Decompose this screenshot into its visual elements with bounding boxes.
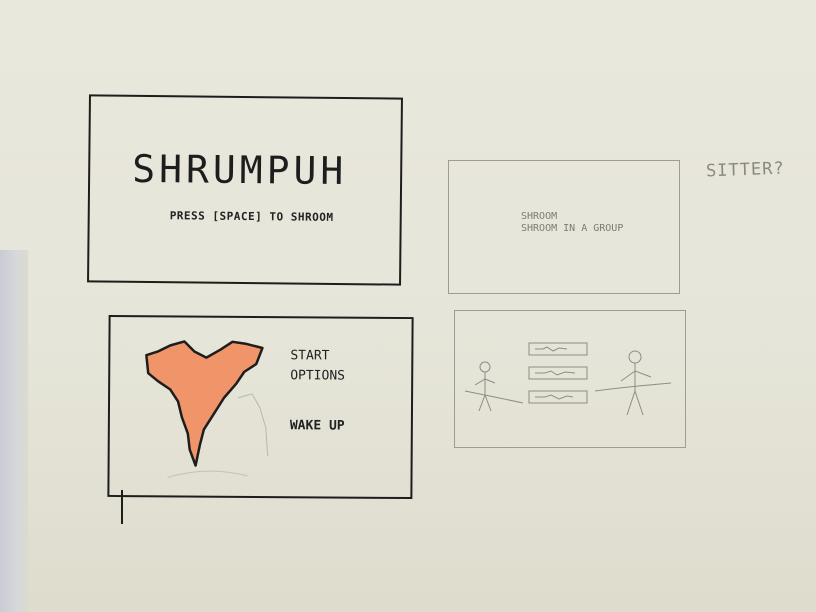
player-figure	[594, 350, 672, 416]
wake-up-menu-item[interactable]: WAKE UP	[289, 418, 345, 434]
press-space-prompt[interactable]: PRESS [SPACE] TO SHROOM	[169, 209, 334, 224]
mode-select-sketch: SHROOM SHROOM IN A GROUP	[448, 160, 680, 294]
page-edge	[0, 250, 28, 612]
shroom-group-option[interactable]: SHROOM IN A GROUP	[521, 223, 624, 234]
lobby-slot[interactable]	[528, 390, 588, 404]
group-lobby-sketch	[454, 310, 686, 448]
game-title: SHRUMPUH	[131, 146, 348, 194]
sitter-note: SITTER?	[705, 158, 785, 182]
lobby-slot[interactable]	[528, 342, 588, 356]
title-screen-sketch: SHRUMPUH PRESS [SPACE] TO SHROOM	[87, 94, 403, 286]
options-menu-item[interactable]: OPTIONS	[290, 368, 346, 384]
player-figure	[464, 361, 524, 412]
start-menu-item[interactable]: START	[290, 348, 330, 364]
main-menu-sketch: START OPTIONS WAKE UP	[107, 314, 414, 500]
heart-icon	[145, 340, 269, 478]
lobby-slot[interactable]	[528, 366, 588, 380]
shroom-option[interactable]: SHROOM	[521, 211, 558, 222]
menu-frame-stroke	[121, 490, 123, 524]
